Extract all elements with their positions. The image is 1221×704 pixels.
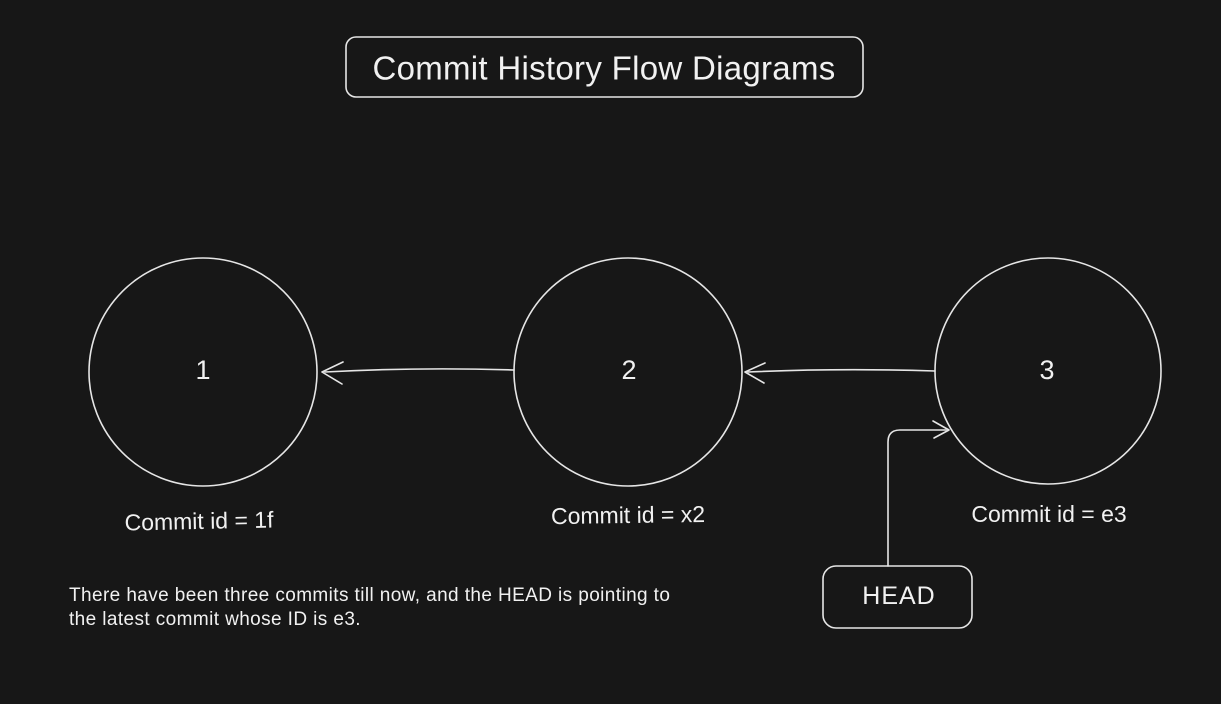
title-box: Commit History Flow Diagrams [345, 36, 864, 98]
commit-circle-2 [513, 257, 743, 487]
head-box-border [822, 565, 973, 629]
arrow-head-left-icon [321, 361, 344, 385]
arrow-line [887, 429, 947, 567]
arrow-head-right-icon [932, 420, 950, 439]
arrow-commit2-to-commit1 [321, 361, 515, 385]
arrow-head-to-commit3 [887, 420, 950, 567]
commit-id-label-2: Commit id = x2 [551, 501, 705, 529]
commit-node-1: 1 Commit id = 1f [88, 257, 318, 536]
head-label: HEAD [862, 582, 935, 610]
commit-node-2: 2 Commit id = x2 [513, 257, 743, 529]
commit-id-label-1: Commit id = 1f [124, 506, 274, 535]
commit-number-2: 2 [621, 355, 636, 385]
head-pointer-box: HEAD [822, 565, 973, 629]
diagram-title: Commit History Flow Diagrams [372, 50, 835, 87]
commit-number-1: 1 [195, 355, 210, 385]
arrow-line [747, 368, 936, 373]
commit-node-3: 3 Commit id = e3 [934, 257, 1162, 527]
commit-number-3: 3 [1039, 355, 1054, 385]
arrow-head-left-icon [744, 362, 766, 384]
caption-line-1: There have been three commits till now, … [69, 585, 670, 606]
title-box-border [345, 36, 864, 98]
commit-id-label-3: Commit id = e3 [971, 501, 1126, 527]
arrow-commit3-to-commit2 [744, 362, 936, 384]
arrow-line [324, 368, 515, 373]
caption-line-2: the latest commit whose ID is e3. [69, 609, 361, 630]
commit-circle-1 [88, 257, 318, 487]
caption: There have been three commits till now, … [69, 585, 670, 630]
